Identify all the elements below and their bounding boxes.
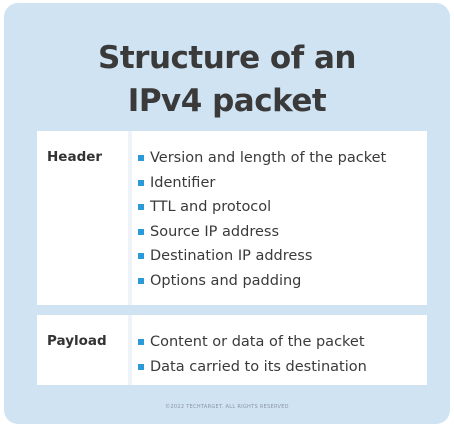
payload-section: Payload Content or data of the packet Da… <box>37 315 427 385</box>
bullet-icon <box>138 339 144 345</box>
diagram-card: Structure of an IPv4 packet Header Versi… <box>4 3 450 424</box>
payload-label: Payload <box>47 333 107 349</box>
list-item-text: Content or data of the packet <box>150 334 365 350</box>
list-item: Identifier <box>138 173 386 198</box>
header-section: Header Version and length of the packet … <box>37 131 427 305</box>
list-item-text: TTL and protocol <box>150 199 272 215</box>
bullet-icon <box>138 277 144 284</box>
bullet-icon <box>138 204 144 210</box>
header-label-cell: Header <box>37 131 127 305</box>
list-item: Content or data of the packet <box>138 332 367 357</box>
list-item: Destination IP address <box>138 246 386 271</box>
header-field-list: Version and length of the packet Identif… <box>138 148 386 295</box>
section-divider <box>128 131 132 305</box>
section-divider <box>128 315 132 385</box>
header-label: Header <box>47 149 103 165</box>
list-item-text: Source IP address <box>150 223 280 240</box>
list-item: TTL and protocol <box>138 197 386 222</box>
list-item-text: Destination IP address <box>150 248 313 264</box>
bullet-icon <box>138 155 144 161</box>
list-item-text: Version and length of the packet <box>150 150 387 166</box>
list-item-text: Data carried to its destination <box>150 358 367 375</box>
payload-label-cell: Payload <box>37 315 127 385</box>
bullet-icon <box>138 363 144 370</box>
copyright-footer: ©2022 TECHTARGET. ALL RIGHTS RESERVED <box>165 404 289 410</box>
payload-field-list: Content or data of the packet Data carri… <box>138 332 367 381</box>
list-item-text: Options and padding <box>150 272 302 289</box>
list-item: Version and length of the packet <box>138 148 386 173</box>
list-item: Source IP address <box>138 222 386 247</box>
bullet-icon <box>138 228 144 235</box>
title-line-2: IPv4 packet <box>127 83 327 119</box>
title-line-1: Structure of an <box>98 40 356 76</box>
bullet-icon <box>138 179 144 186</box>
bullet-icon <box>138 253 144 259</box>
list-item: Data carried to its destination <box>138 357 367 382</box>
list-item-text: Identifier <box>150 174 216 191</box>
list-item: Options and padding <box>138 271 386 296</box>
diagram-title: Structure of an IPv4 packet <box>4 37 450 123</box>
